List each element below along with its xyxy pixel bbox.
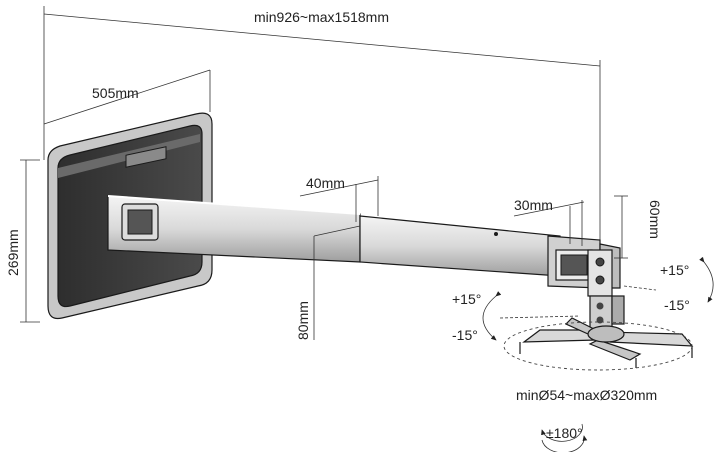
- arm-drop-label: 80mm: [295, 301, 311, 340]
- projector-head: [519, 249, 694, 368]
- mount-diameter-ellipse: minØ54~maxØ320mm: [503, 321, 693, 403]
- arm-width-label: 40mm: [306, 175, 345, 191]
- total-length-dimension: min926~max1518mm: [43, 6, 601, 262]
- tilt-minus-label: -15°: [664, 297, 690, 313]
- swivel-minus-label: -15°: [452, 327, 478, 343]
- rotation-icon: ±180°: [541, 423, 588, 452]
- total-length-label: min926~max1518mm: [254, 9, 389, 25]
- plate-width-dimension: 505mm: [43, 69, 211, 125]
- head-height-dimension: 60mm: [614, 195, 663, 259]
- plate-height-label: 269mm: [5, 229, 21, 276]
- arm-width-dimension: 40mm: [299, 175, 379, 222]
- head-width-dimension: 30mm: [513, 197, 585, 246]
- tilt-plus-label: +15°: [660, 262, 689, 278]
- plate-height-dimension: 269mm: [5, 159, 40, 323]
- plate-width-label: 505mm: [92, 85, 139, 101]
- arm-drop-dimension: 80mm: [295, 225, 361, 340]
- head-height-label: 60mm: [647, 200, 663, 239]
- swivel-plus-label: +15°: [452, 291, 481, 307]
- swivel-indicator: +15° -15°: [452, 291, 581, 343]
- rotation-label: ±180°: [546, 425, 583, 441]
- mount-diameter-label: minØ54~maxØ320mm: [516, 387, 657, 403]
- head-width-label: 30mm: [514, 197, 553, 213]
- tilt-indicator: +15° -15°: [623, 256, 714, 313]
